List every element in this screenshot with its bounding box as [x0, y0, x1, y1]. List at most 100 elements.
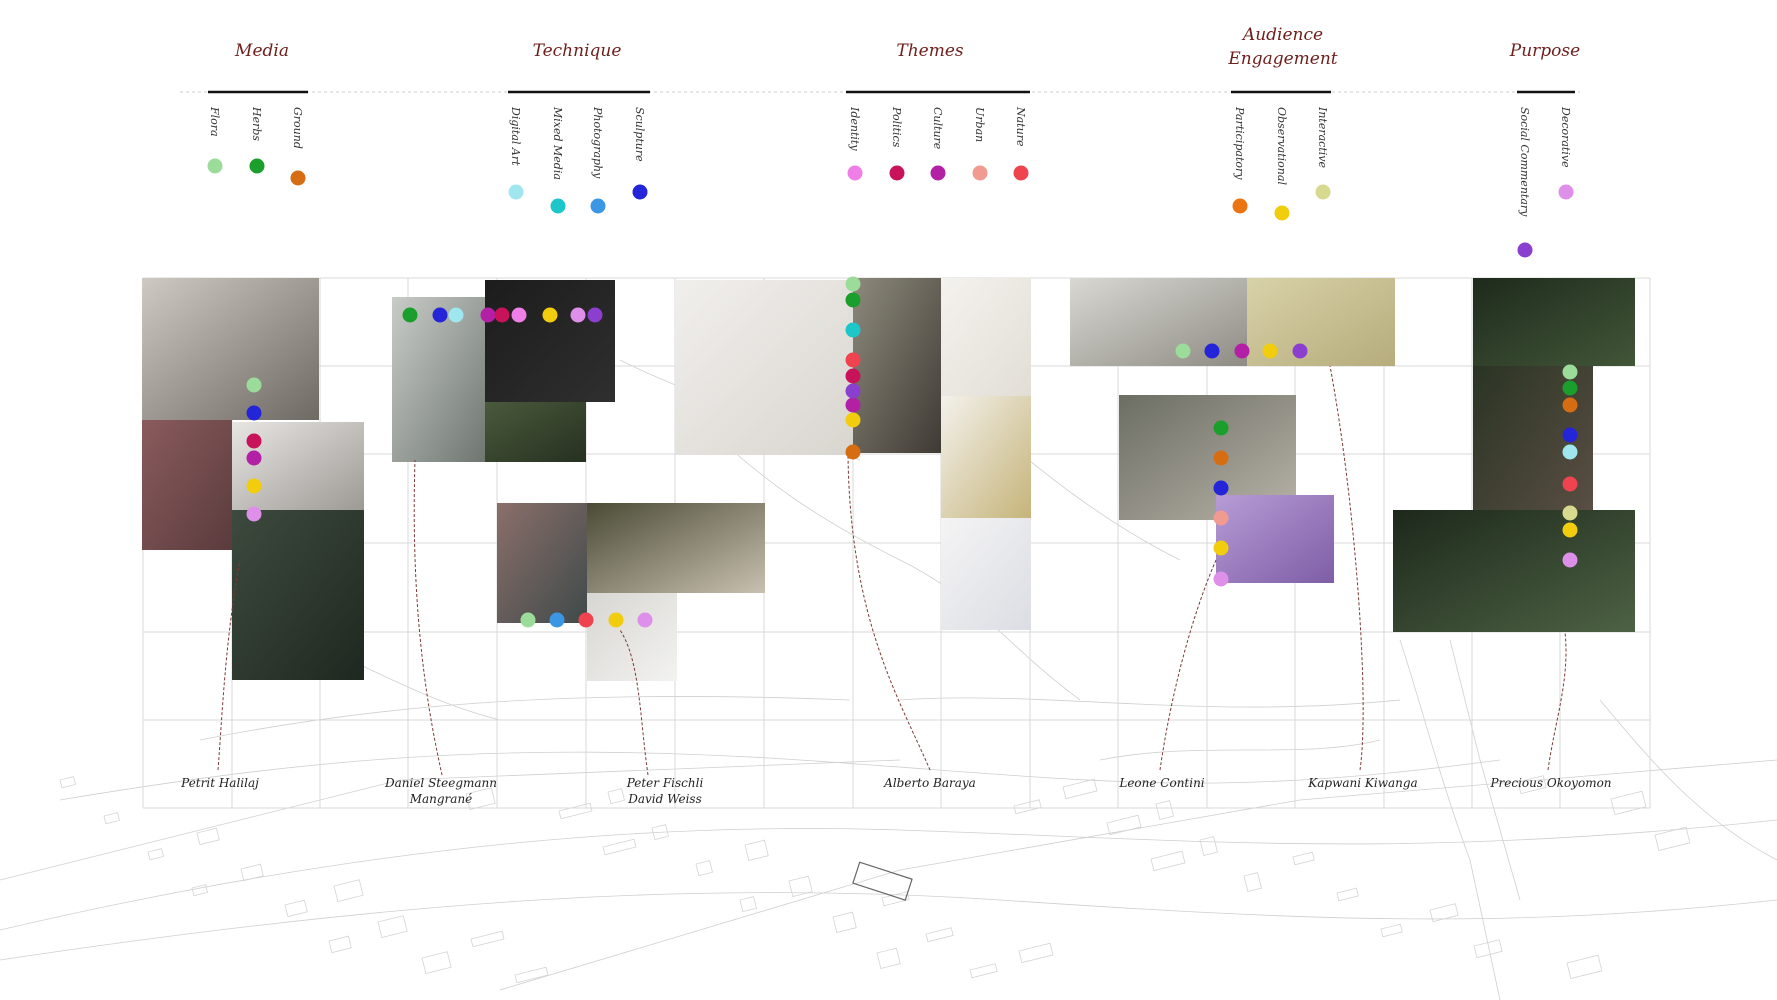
artwork-tag-dot	[845, 352, 861, 368]
category-item-label: Mixed Media	[551, 106, 564, 180]
map-building	[421, 951, 452, 975]
artwork-images	[142, 278, 1635, 681]
artwork-tag-dot	[1213, 420, 1229, 436]
map-building	[1429, 903, 1459, 923]
artist-name: Petrit Halilaj	[180, 776, 259, 790]
artwork-tag-dot	[1562, 552, 1578, 568]
artwork-tag-dot	[494, 307, 510, 323]
map-building	[788, 875, 813, 898]
legend-dot	[1232, 198, 1248, 214]
map-building	[328, 935, 352, 954]
map-contour	[0, 759, 901, 881]
artwork-tag-dot	[246, 433, 262, 449]
artwork-tag-dot	[845, 276, 861, 292]
artist-name-line2: David Weiss	[627, 792, 702, 806]
map-building	[333, 879, 364, 903]
map-building	[881, 891, 910, 907]
map-building	[1566, 954, 1603, 980]
category-title-line1: Audience	[1241, 25, 1323, 45]
map-contour	[59, 751, 1501, 801]
site-building-highlight	[852, 861, 913, 901]
artist-name-line1: Peter Fischli	[626, 776, 704, 790]
artist-leader-line	[217, 559, 241, 771]
artwork-image-botanical-sheet	[941, 278, 1031, 396]
category-item-label: Digital Art	[509, 106, 522, 166]
artist-name: Alberto Baraya	[883, 776, 976, 790]
map-building	[191, 884, 209, 897]
legend-dot	[508, 184, 524, 200]
map-contour	[199, 695, 851, 741]
map-building	[1155, 800, 1174, 821]
map-building	[240, 863, 264, 882]
artwork-tag-dot	[845, 412, 861, 428]
map-building	[651, 824, 669, 841]
artwork-image-greenhouse	[142, 278, 319, 420]
map-contour	[699, 419, 1081, 701]
artwork-tag-dot	[246, 478, 262, 494]
category-title: Media	[234, 41, 289, 61]
artwork-tag-dot	[448, 307, 464, 323]
artist-name: Kapwani Kiwanga	[1307, 776, 1417, 790]
artwork-image-garden-night	[1473, 278, 1635, 366]
category-item-label: Sculpture	[633, 107, 646, 162]
category-title: Technique	[533, 41, 622, 61]
category-item-label: Ground	[291, 107, 304, 149]
legend-dot	[207, 158, 223, 174]
artwork-tag-dot	[1562, 380, 1578, 396]
artwork-image-flowers-photo	[497, 503, 587, 623]
artwork-tag-dot	[246, 506, 262, 522]
map-building	[744, 839, 769, 862]
category-item-label: Social Commentary	[1518, 107, 1531, 217]
category-item-label: Interactive	[1316, 106, 1329, 168]
artwork-tag-dot	[1562, 364, 1578, 380]
category-item-label: Culture	[931, 107, 944, 150]
category-title: Themes	[896, 41, 964, 61]
legend-dot	[249, 158, 265, 174]
artwork-tag-dot	[1562, 505, 1578, 521]
legend-dot	[1315, 184, 1331, 200]
artwork-tag-dot	[402, 307, 418, 323]
category-item-label: Nature	[1014, 106, 1027, 147]
artwork-tag-dot	[570, 307, 586, 323]
map-contour	[899, 697, 1401, 708]
category-item-label: Urban	[973, 107, 986, 142]
map-building	[284, 899, 308, 918]
legend-dot	[1274, 205, 1290, 221]
artwork-tag-dot	[845, 368, 861, 384]
map-building	[1013, 799, 1042, 815]
artwork-image-palace	[232, 510, 364, 680]
legend-dot	[590, 198, 606, 214]
artwork-tag-dot	[1562, 427, 1578, 443]
map-building	[558, 802, 593, 820]
artwork-tag-dot	[246, 450, 262, 466]
artist-leader-lines	[217, 365, 1567, 776]
artist-leader-line	[1159, 559, 1217, 771]
artwork-tag-dot	[432, 307, 448, 323]
artwork-tag-dot	[1213, 480, 1229, 496]
map-building	[470, 930, 505, 948]
legend-dot	[1013, 165, 1029, 181]
artist-leader-line	[847, 454, 931, 771]
map-building	[832, 911, 857, 934]
category-item-label: Herbs	[250, 106, 263, 141]
category-item-label: Photography	[591, 106, 604, 179]
map-building	[377, 915, 408, 939]
artwork-tag-dot	[608, 612, 624, 628]
artwork-image-terrarium	[392, 297, 485, 462]
artwork-tag-dot	[845, 383, 861, 399]
map-building	[196, 827, 220, 846]
artwork-tag-dot	[549, 612, 565, 628]
map-building	[1199, 836, 1218, 857]
legend-dot	[930, 165, 946, 181]
artist-name: Precious Okoyomon	[1489, 776, 1611, 790]
artwork-tag-dot	[637, 612, 653, 628]
map-building	[602, 838, 637, 856]
artwork-tag-dot	[246, 377, 262, 393]
artist-leader-line	[1547, 631, 1567, 771]
map-building	[969, 963, 998, 979]
artwork-tag-dot	[511, 307, 527, 323]
artwork-image-blue-flower	[941, 518, 1031, 630]
artwork-tag-dot	[845, 292, 861, 308]
artwork-image-herbarium-tree	[853, 278, 941, 453]
map-building	[1380, 923, 1403, 938]
